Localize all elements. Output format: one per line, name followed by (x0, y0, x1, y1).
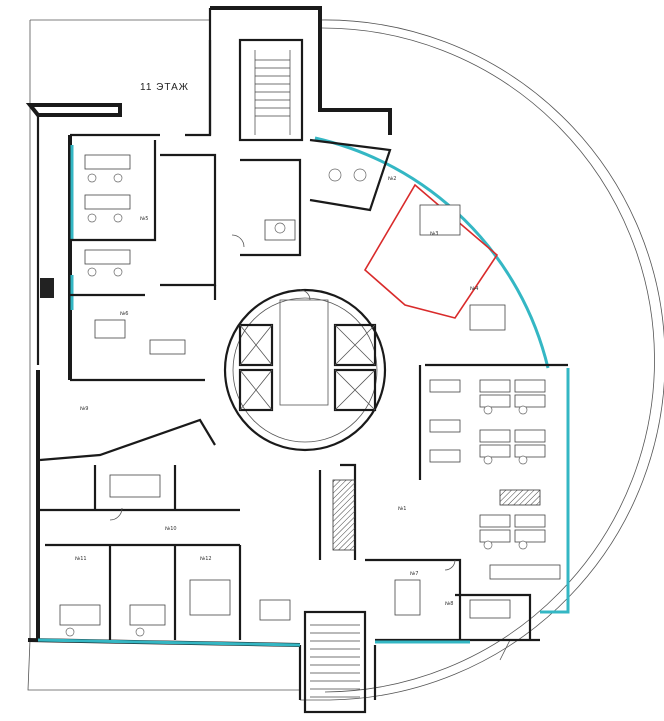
glazing (37, 136, 570, 647)
room-label: №11 (75, 556, 87, 562)
room-labels: №2 №1 №3 №4 №5 №6 №7 №8 №9 №10 №11 №12 (75, 176, 478, 607)
room-label: №12 (200, 556, 212, 562)
room-label: №10 (165, 526, 177, 532)
desk-cluster-west (59, 154, 506, 626)
floor-label: 11 ЭТАЖ (140, 82, 190, 93)
stair-south (303, 610, 367, 714)
doors (109, 234, 456, 571)
exterior-walls (25, 6, 540, 700)
elevator-core (223, 288, 387, 452)
stair-north (238, 38, 304, 142)
chairs (65, 168, 528, 637)
desk-cluster-east (394, 379, 561, 619)
room-label: №8 (445, 601, 453, 607)
room-label: №4 (470, 286, 478, 292)
hatched-block (332, 479, 356, 551)
column-block (40, 278, 54, 298)
room-label: №5 (140, 216, 148, 222)
room-label: №6 (120, 311, 128, 317)
room-label: №2 (388, 176, 396, 182)
room-label: №7 (410, 571, 418, 577)
hatched-block-2 (499, 489, 541, 506)
room-label: №9 (80, 406, 88, 412)
room-label: №1 (398, 506, 406, 512)
room-label: №3 (430, 231, 438, 237)
highlighted-room (363, 183, 499, 319)
